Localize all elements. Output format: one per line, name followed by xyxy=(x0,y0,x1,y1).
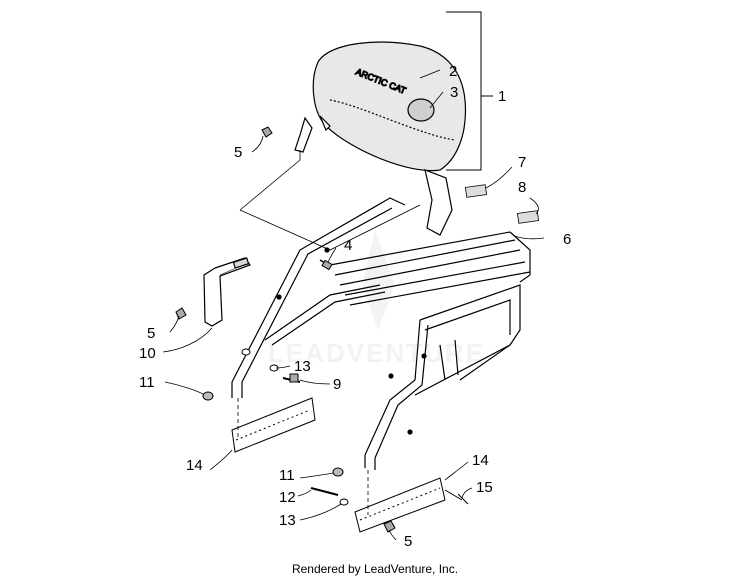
callout-13-lower: 13 xyxy=(279,512,296,529)
backrest-mount-right xyxy=(424,169,453,236)
bolt-12 xyxy=(310,487,339,496)
backrest-pad: ARCTIC CAT xyxy=(294,41,467,236)
watermark-text: LEADVENTURE xyxy=(268,338,485,368)
grab-handle xyxy=(203,257,251,327)
callout-15: 15 xyxy=(476,479,493,496)
callout-14-left: 14 xyxy=(186,457,203,474)
callout-5-bottom: 5 xyxy=(404,533,412,550)
callout-10: 10 xyxy=(139,345,156,362)
nut-left xyxy=(175,307,187,320)
plate-14-right xyxy=(354,477,446,533)
callout-5-left: 5 xyxy=(147,325,155,342)
decals xyxy=(464,184,540,224)
nut-bottom xyxy=(383,520,396,533)
callout-2: 2 xyxy=(449,63,457,80)
callouts: 1 2 3 4 5 5 5 6 7 8 9 10 11 11 12 13 13 … xyxy=(139,63,571,550)
clip-15 xyxy=(444,489,463,501)
callout-11-bottom: 11 xyxy=(279,467,295,484)
callout-8: 8 xyxy=(518,179,526,196)
cap-11-left xyxy=(202,391,214,401)
backrest-mount-left xyxy=(294,116,313,153)
leader-lines xyxy=(162,69,545,541)
callout-7: 7 xyxy=(518,154,526,171)
fastener-parts xyxy=(175,126,396,533)
callout-6: 6 xyxy=(563,231,571,248)
callout-13-upper: 13 xyxy=(294,358,311,375)
watermark: LEADVENTURE xyxy=(268,230,485,368)
callout-1: 1 xyxy=(498,88,506,105)
callout-4: 4 xyxy=(344,237,352,254)
washer-13-lower xyxy=(339,498,349,506)
callout-9: 9 xyxy=(333,376,341,393)
watermark-logo xyxy=(362,230,395,330)
callout-3: 3 xyxy=(450,84,458,101)
decal-8 xyxy=(516,210,540,224)
rack-frame xyxy=(231,150,531,470)
nut-top xyxy=(261,126,273,138)
decal-7 xyxy=(464,184,488,198)
mounting-plates xyxy=(231,397,469,533)
callout-12: 12 xyxy=(279,489,296,506)
callout-14-right: 14 xyxy=(472,452,489,469)
cap-11-right xyxy=(332,467,344,477)
backrest-assembly-bracket xyxy=(446,11,493,171)
callout-5-top: 5 xyxy=(234,144,242,161)
footer-credit: Rendered by LeadVenture, Inc. xyxy=(291,562,459,576)
decal-badge xyxy=(407,98,435,122)
callout-11-left: 11 xyxy=(139,374,155,391)
